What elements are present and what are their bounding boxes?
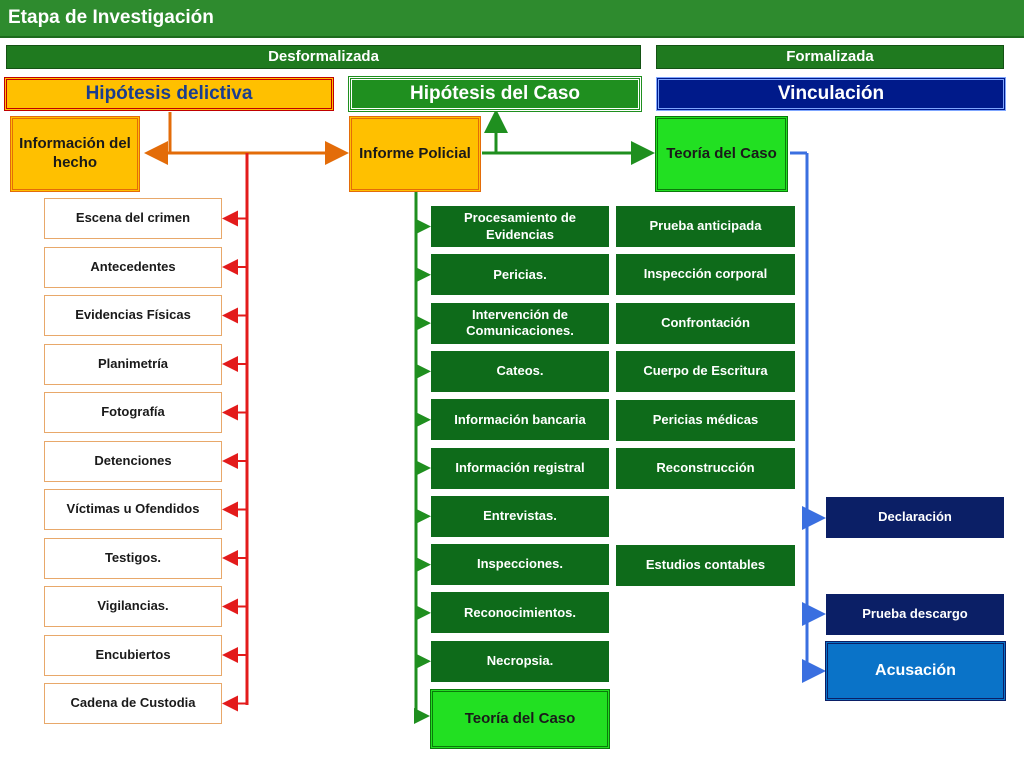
teoria-del-caso-bottom: Teoría del Caso — [430, 689, 610, 749]
section-formalizada: Formalizada — [656, 45, 1004, 69]
middle-item-informacion-bancaria: Información bancaria — [431, 399, 609, 441]
page-title: Etapa de Investigación — [0, 0, 1024, 38]
middle-item-intervencion-de-comunicaciones: Intervención de Comunicaciones. — [431, 302, 609, 344]
teoria-del-caso-top: Teoría del Caso — [655, 116, 788, 192]
right-item-estudios-contables: Estudios contables — [616, 545, 795, 586]
hipotesis-del-caso: Hipótesis del Caso — [348, 76, 642, 112]
middle-item-entrevistas: Entrevistas. — [431, 495, 609, 537]
left-item-planimetria: Planimetría — [44, 343, 222, 385]
left-item-escena-del-crimen: Escena del crimen — [44, 198, 222, 239]
vinculacion: Vinculación — [656, 77, 1006, 111]
right-item-confrontacion: Confrontación — [616, 303, 795, 344]
acusacion: Acusación — [825, 641, 1006, 701]
middle-item-cateos: Cateos. — [431, 350, 609, 392]
right-item-cuerpo-de-escritura: Cuerpo de Escritura — [616, 351, 795, 392]
left-item-encubiertos: Encubiertos — [44, 634, 222, 676]
middle-item-necropsia: Necropsia. — [431, 640, 609, 682]
left-item-cadena-de-custodia: Cadena de Custodia — [44, 683, 222, 724]
hipotesis-delictiva: Hipótesis delictiva — [4, 77, 334, 111]
middle-item-informacion-registral: Información registral — [431, 447, 609, 489]
prueba-descargo: Prueba descargo — [826, 594, 1004, 635]
middle-item-pericias: Pericias. — [431, 254, 609, 296]
left-item-detenciones: Detenciones — [44, 440, 222, 482]
middle-item-reconocimientos: Reconocimientos. — [431, 592, 609, 634]
middle-item-inspecciones: Inspecciones. — [431, 544, 609, 586]
right-item-inspeccion-corporal: Inspección corporal — [616, 254, 795, 295]
informe-policial: Informe Policial — [349, 116, 481, 192]
left-item-evidencias-fisicas: Evidencias Físicas — [44, 295, 222, 336]
right-item-prueba-anticipada: Prueba anticipada — [616, 206, 795, 247]
right-item-pericias-medicas: Pericias médicas — [616, 400, 795, 441]
left-item-testigos: Testigos. — [44, 537, 222, 579]
left-item-vigilancias: Vigilancias. — [44, 586, 222, 627]
middle-item-procesamiento-de-evidencias: Procesamiento de Evidencias — [431, 206, 609, 247]
right-item-reconstruccion: Reconstrucción — [616, 448, 795, 489]
left-item-antecedentes: Antecedentes — [44, 246, 222, 288]
left-item-fotografia: Fotografía — [44, 392, 222, 433]
left-item-victimas-u-ofendidos: Víctimas u Ofendidos — [44, 489, 222, 530]
declaracion: Declaración — [826, 497, 1004, 538]
section-desformalizada: Desformalizada — [6, 45, 641, 69]
informacion-del-hecho: Información del hecho — [10, 116, 140, 192]
